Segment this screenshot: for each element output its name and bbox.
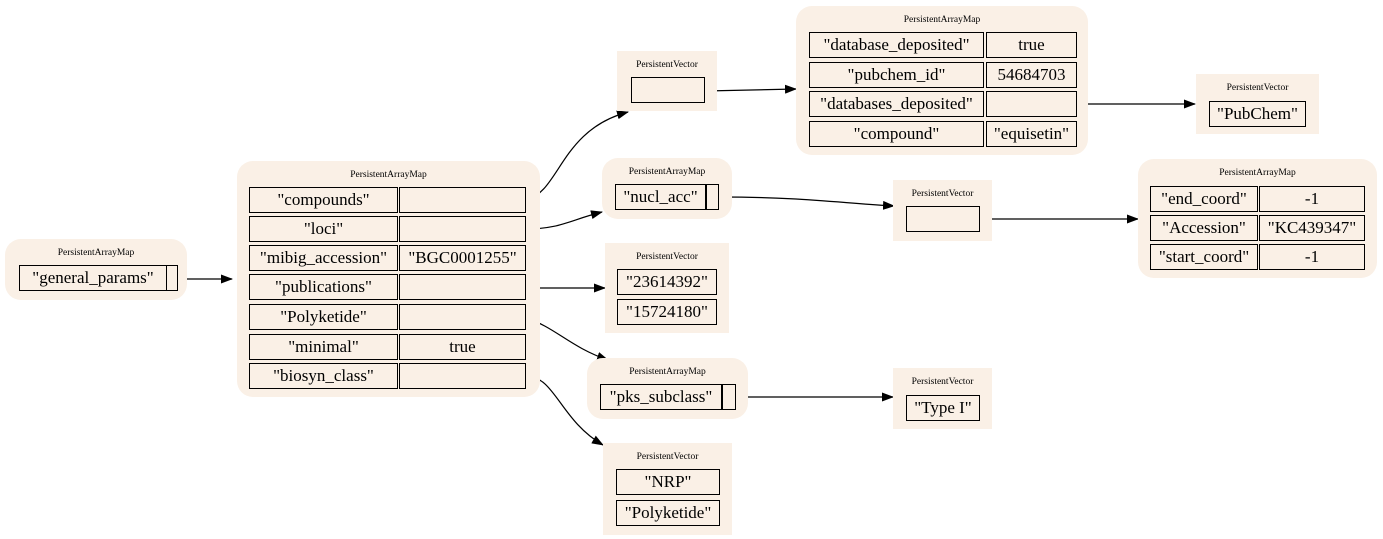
pks-vector-item-type-i: "Type I" (906, 395, 980, 421)
pks-vector-title: PersistentVector (911, 377, 974, 387)
value-minimal: true (399, 334, 526, 360)
root-key-general-params: "general_params" (19, 265, 167, 291)
key-publications: "publications" (249, 274, 398, 300)
value-end-coord: -1 (1259, 186, 1365, 212)
value-databases-deposited (986, 91, 1077, 117)
key-databases-deposited: "databases_deposited" (809, 91, 984, 117)
compounds-vector-item (631, 77, 705, 103)
key-loci: "loci" (249, 216, 398, 242)
pks-vector-node: PersistentVector "Type I" (893, 368, 992, 429)
key-pubchem-id: "pubchem_id" (809, 62, 984, 88)
key-nucl-acc: "nucl_acc" (615, 184, 706, 210)
loci-map-node: PersistentArrayMap "nucl_acc" (602, 158, 732, 219)
publications-vector-item-1: "23614392" (617, 269, 717, 295)
databases-vector-title: PersistentVector (1226, 83, 1289, 93)
nucl-acc-vector-node: PersistentVector (893, 180, 992, 241)
biosyn-vector-item-polyketide: "Polyketide" (616, 500, 720, 526)
value-compound: "equisetin" (986, 121, 1077, 147)
compound-map-node: PersistentArrayMap "database_deposited" … (796, 6, 1088, 155)
value-pubchem-id: 54684703 (986, 62, 1077, 88)
value-loci (399, 216, 526, 242)
key-compounds: "compounds" (249, 187, 398, 213)
key-biosyn-class: "biosyn_class" (249, 363, 398, 389)
accession-map-title: PersistentArrayMap (1219, 168, 1296, 178)
biosyn-vector-item-nrp: "NRP" (616, 469, 720, 495)
key-database-deposited: "database_deposited" (809, 32, 984, 58)
databases-vector-item-pubchem: "PubChem" (1209, 101, 1306, 127)
value-publications (399, 274, 526, 300)
databases-vector-node: PersistentVector "PubChem" (1196, 74, 1319, 134)
value-start-coord: -1 (1259, 244, 1365, 270)
nucl-acc-vector-item (906, 206, 980, 232)
key-compound: "compound" (809, 121, 984, 147)
compounds-vector-node: PersistentVector (617, 51, 717, 111)
accession-map-node: PersistentArrayMap "end_coord" -1 "Acces… (1138, 159, 1377, 278)
general-params-map-node: PersistentArrayMap "compounds" "loci" "m… (237, 161, 540, 397)
polyketide-map-node: PersistentArrayMap "pks_subclass" (587, 358, 748, 419)
port-pks-subclass (722, 384, 736, 410)
value-compounds (399, 187, 526, 213)
biosyn-vector-title: PersistentVector (636, 452, 699, 462)
port-nucl-acc (706, 184, 719, 210)
publications-vector-node: PersistentVector "23614392" "15724180" (605, 243, 729, 333)
value-accession: "KC439347" (1259, 215, 1365, 241)
key-minimal: "minimal" (249, 334, 398, 360)
compound-map-title: PersistentArrayMap (903, 15, 981, 25)
edge-compounds-item (704, 84, 797, 94)
value-biosyn-class (399, 363, 526, 389)
value-mibig-accession: "BGC0001255" (399, 245, 526, 271)
publications-vector-item-2: "15724180" (617, 299, 717, 325)
value-database-deposited: true (986, 32, 1077, 58)
key-start-coord: "start_coord" (1150, 244, 1258, 270)
polyketide-map-title: PersistentArrayMap (629, 367, 706, 377)
nucl-acc-vector-title: PersistentVector (911, 189, 974, 199)
value-polyketide (399, 304, 526, 330)
general-params-map-title: PersistentArrayMap (350, 170, 427, 180)
key-pks-subclass: "pks_subclass" (600, 384, 722, 410)
root-port-general-params (166, 265, 178, 291)
loci-map-title: PersistentArrayMap (628, 167, 706, 177)
key-mibig-accession: "mibig_accession" (249, 245, 398, 271)
edge-nucl-acc (718, 196, 895, 210)
publications-vector-title: PersistentVector (636, 252, 698, 262)
root-map-node: PersistentArrayMap "general_params" (5, 239, 187, 300)
compounds-vector-title: PersistentVector (636, 60, 698, 70)
key-end-coord: "end_coord" (1150, 186, 1258, 212)
root-map-title: PersistentArrayMap (57, 248, 135, 258)
key-accession: "Accession" (1150, 215, 1258, 241)
key-polyketide: "Polyketide" (249, 304, 398, 330)
biosyn-vector-node: PersistentVector "NRP" "Polyketide" (603, 443, 732, 535)
